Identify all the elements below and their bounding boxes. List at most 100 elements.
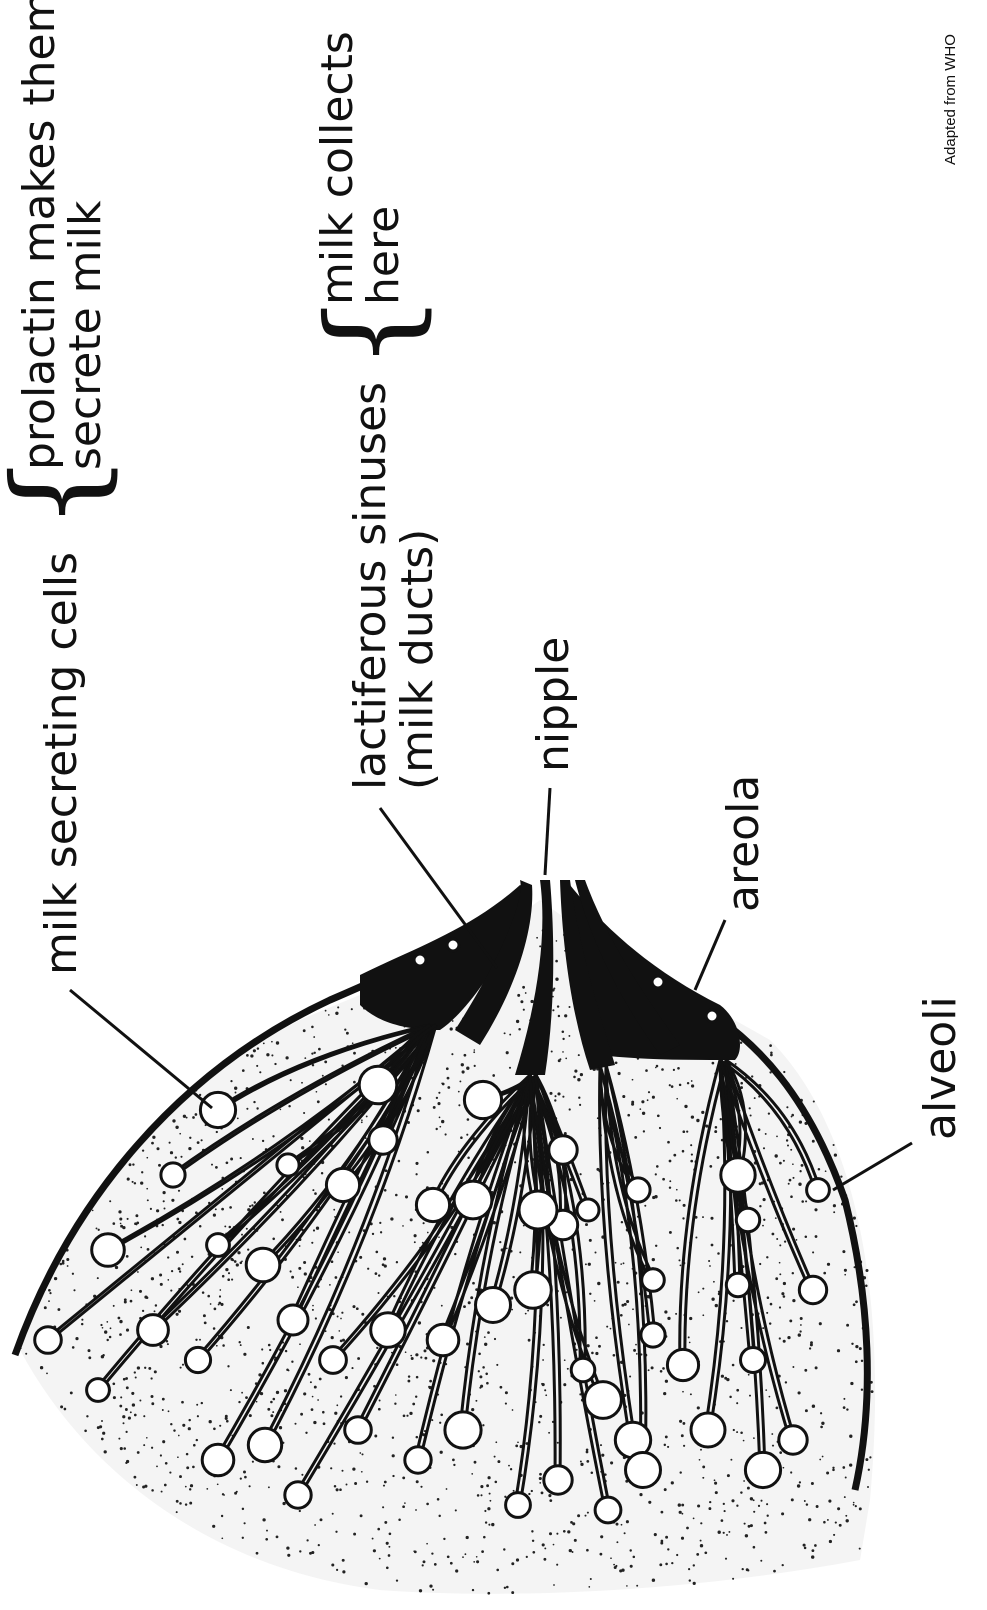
stipple-dot	[318, 1544, 320, 1546]
alveolus	[246, 1248, 280, 1282]
stipple-dot	[331, 1260, 334, 1263]
stipple-dot	[844, 1274, 846, 1276]
stipple-dot	[811, 1555, 814, 1558]
stipple-dot	[417, 1109, 420, 1112]
stipple-dot	[211, 1164, 213, 1166]
stipple-dot	[682, 1422, 685, 1425]
stipple-dot	[185, 1486, 187, 1488]
stipple-dot	[100, 1324, 102, 1326]
stipple-dot	[280, 1211, 282, 1213]
stipple-dot	[753, 1511, 755, 1513]
stipple-dot	[410, 1355, 412, 1357]
stipple-dot	[313, 1229, 315, 1231]
stipple-dot	[652, 1579, 655, 1582]
stipple-dot	[691, 1084, 694, 1087]
stipple-dot	[613, 1564, 615, 1566]
stipple-dot	[459, 1080, 461, 1082]
stipple-dot	[843, 1406, 846, 1409]
stipple-dot	[167, 1256, 169, 1258]
stipple-dot	[215, 1166, 218, 1169]
stipple-dot	[262, 1362, 265, 1365]
alveolus	[799, 1276, 826, 1303]
stipple-dot	[792, 1177, 794, 1179]
stipple-dot	[853, 1217, 856, 1220]
stipple-dot	[127, 1218, 129, 1220]
stipple-dot	[665, 1380, 668, 1383]
stipple-dot	[681, 1504, 684, 1507]
stipple-dot	[176, 1218, 179, 1221]
stipple-dot	[179, 1270, 181, 1272]
stipple-dot	[675, 1313, 677, 1315]
stipple-dot	[526, 1556, 528, 1558]
stipple-dot	[88, 1349, 91, 1352]
stipple-dot	[410, 1218, 413, 1221]
stipple-dot	[790, 1471, 792, 1473]
stipple-dot	[727, 1474, 730, 1477]
stipple-dot	[331, 1336, 334, 1339]
stipple-dot	[544, 1389, 546, 1391]
stipple-dot	[586, 1460, 589, 1463]
stipple-dot	[266, 1053, 269, 1056]
stipple-dot	[175, 1126, 178, 1129]
stipple-dot	[182, 1263, 184, 1265]
stipple-dot	[237, 1117, 239, 1119]
alveolus	[549, 1136, 577, 1164]
stipple-dot	[726, 1378, 729, 1381]
stipple-dot	[610, 1328, 612, 1330]
stipple-dot	[408, 1375, 410, 1377]
stipple-dot	[460, 1136, 463, 1139]
stipple-dot	[855, 1225, 857, 1227]
stipple-dot	[801, 1164, 804, 1167]
stipple-dot	[700, 1540, 702, 1542]
stipple-dot	[480, 1494, 482, 1496]
stipple-dot	[341, 1312, 343, 1314]
stipple-dot	[697, 1504, 700, 1507]
stipple-dot	[382, 1506, 384, 1508]
stipple-dot	[476, 1556, 478, 1558]
stipple-dot	[378, 1408, 381, 1411]
stipple-dot	[499, 1241, 501, 1243]
stipple-dot	[336, 1404, 338, 1406]
alveolus	[544, 1466, 572, 1494]
stipple-dot	[253, 1101, 255, 1103]
stipple-dot	[129, 1163, 132, 1166]
alveolus	[405, 1447, 431, 1473]
stipple-dot	[729, 1396, 731, 1398]
stipple-dot	[215, 1208, 217, 1210]
stipple-dot	[222, 1493, 224, 1495]
stipple-dot	[402, 1225, 404, 1227]
stipple-dot	[820, 1426, 823, 1429]
stipple-dot	[109, 1200, 111, 1202]
stipple-dot	[627, 1114, 630, 1117]
stipple-dot	[337, 1006, 339, 1008]
stipple-dot	[146, 1437, 148, 1439]
stipple-dot	[312, 1305, 314, 1307]
stipple-dot	[311, 1242, 313, 1244]
stipple-dot	[438, 1236, 440, 1238]
stipple-dot	[386, 1542, 389, 1545]
label-lactiferous-line2: (milk ducts)	[392, 529, 443, 790]
stipple-dot	[96, 1227, 98, 1229]
montgomery-gland	[706, 1010, 718, 1022]
stipple-dot	[348, 1231, 350, 1233]
stipple-dot	[377, 1528, 380, 1531]
stipple-dot	[679, 1084, 682, 1087]
stipple-dot	[855, 1360, 858, 1363]
stipple-dot	[151, 1447, 153, 1449]
label-lactiferous-line1: lactiferous sinuses	[345, 382, 396, 790]
stipple-dot	[671, 1085, 674, 1088]
stipple-dot	[357, 1357, 360, 1360]
stipple-dot	[147, 1199, 149, 1201]
stipple-dot	[221, 1188, 223, 1190]
stipple-dot	[767, 1515, 769, 1517]
stipple-dot	[366, 1481, 368, 1483]
stipple-dot	[580, 1461, 582, 1463]
stipple-dot	[193, 1444, 196, 1447]
stipple-dot	[814, 1208, 817, 1211]
stipple-dot	[238, 1401, 240, 1403]
stipple-dot	[251, 1204, 253, 1206]
stipple-dot	[473, 1561, 475, 1563]
stipple-dot	[284, 1389, 287, 1392]
stipple-dot	[715, 1491, 718, 1494]
stipple-dot	[865, 1284, 868, 1287]
